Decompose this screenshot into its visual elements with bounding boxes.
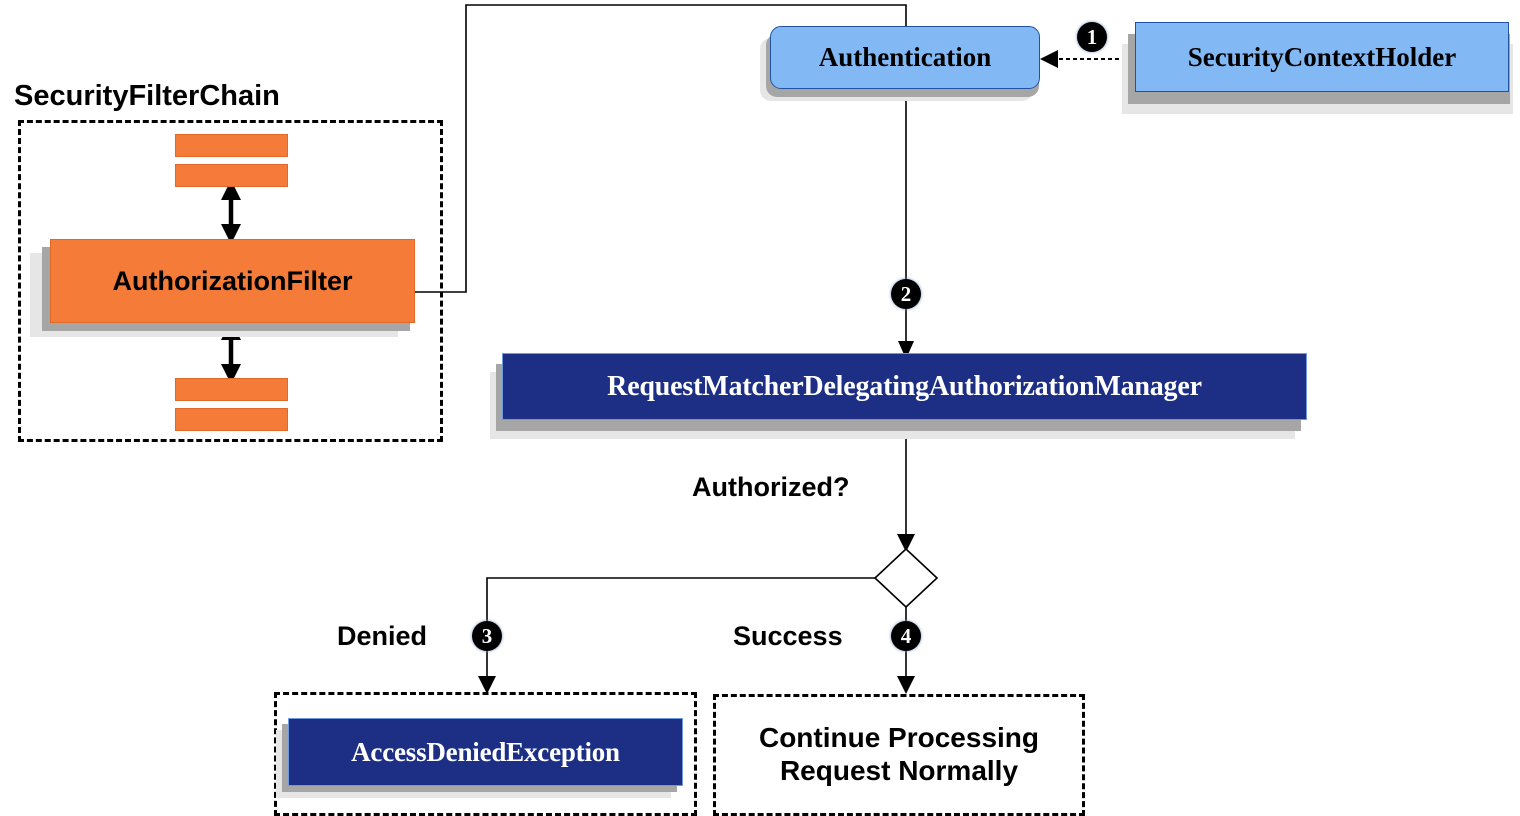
step-badge-1: 1 [1077, 22, 1107, 52]
continue-processing-text: Continue Processing Request Normally [759, 722, 1039, 788]
filter-bar-top-1 [175, 134, 288, 157]
step-badge-4: 4 [891, 621, 921, 651]
security-filter-chain-title: SecurityFilterChain [14, 80, 280, 112]
filter-bar-bottom-1 [175, 378, 288, 401]
node-security-context-holder[interactable]: SecurityContextHolder [1135, 22, 1509, 92]
continue-processing-line-2: Request Normally [779, 755, 1019, 786]
security-filter-chain-group [18, 120, 443, 442]
filter-bar-top-2 [175, 164, 288, 187]
node-continue-processing[interactable]: Continue Processing Request Normally [713, 694, 1085, 816]
continue-processing-line-1: Continue Processing [758, 722, 1040, 754]
node-access-denied-exception[interactable]: AccessDeniedException [288, 718, 683, 786]
step-badge-3: 3 [472, 621, 502, 651]
node-request-matcher-delegating-authorization-manager[interactable]: RequestMatcherDelegatingAuthorizationMan… [502, 353, 1307, 420]
node-authentication[interactable]: Authentication [770, 26, 1040, 89]
label-success: Success [733, 621, 843, 651]
filter-bar-bottom-2 [175, 408, 288, 431]
label-denied: Denied [337, 621, 428, 651]
node-authorization-filter[interactable]: AuthorizationFilter [50, 239, 415, 323]
step-badge-2: 2 [891, 279, 921, 309]
label-authorized: Authorized? [692, 472, 850, 502]
